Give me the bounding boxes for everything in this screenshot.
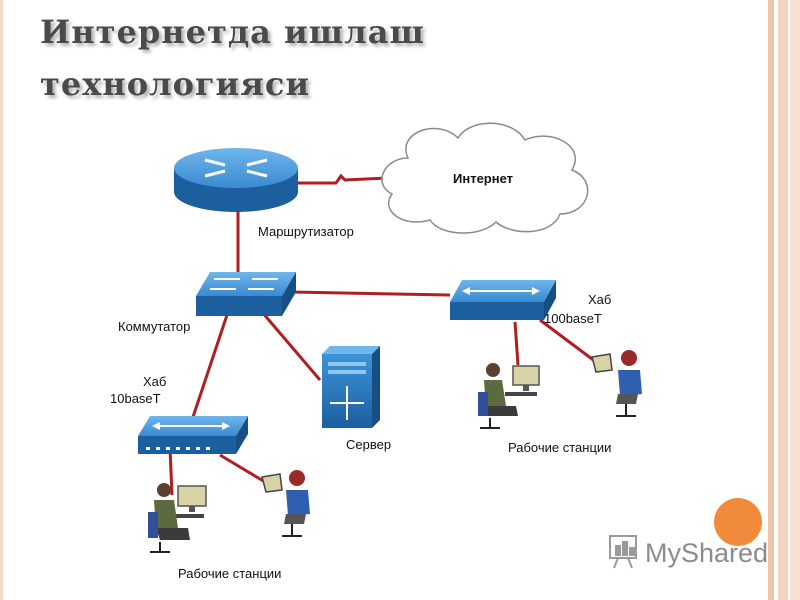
decor-stripe-1 — [768, 0, 774, 600]
workstations-right-label: Рабочие станции — [508, 440, 611, 455]
link-hubright-ws2 — [539, 318, 601, 367]
link-hubright-ws1 — [513, 321, 520, 366]
hub-left-label-1: Хаб — [143, 374, 166, 389]
hub-right-icon — [450, 280, 556, 320]
internet-cloud-icon — [381, 122, 589, 234]
watermark-text: MyShared — [645, 538, 769, 568]
title-line-2: технологияси — [40, 65, 311, 103]
workstation-man-left-icon — [148, 483, 207, 553]
decor-stripe-2 — [778, 0, 788, 600]
workstation-woman-left-icon — [261, 470, 310, 537]
network-links — [168, 173, 601, 496]
decor-orange-circle — [714, 498, 762, 546]
internet-label: Интернет — [453, 171, 513, 186]
link-switch-server — [260, 311, 322, 381]
hub-right-label-2: 100baseT — [544, 311, 602, 326]
link-switch-hub-right — [291, 290, 451, 297]
link-router-internet — [298, 173, 389, 185]
switch-icon — [196, 272, 296, 316]
server-label: Сервер — [346, 437, 391, 452]
title-line-1: Интернетда ишлаш — [40, 13, 425, 51]
link-hubleft-ws1 — [168, 447, 174, 496]
hub-left-label-2: 10baseT — [110, 391, 161, 406]
switch-label: Коммутатор — [118, 319, 190, 334]
link-switch-hub-left — [190, 311, 230, 421]
workstation-woman-right-icon — [591, 350, 642, 417]
workstation-man-right-icon — [478, 363, 540, 429]
slide-left-border — [0, 0, 3, 600]
workstations-left-label: Рабочие станции — [178, 566, 281, 581]
link-hubleft-ws2 — [219, 453, 271, 487]
slide-title: Интернетда ишлаш технологияси — [40, 6, 425, 110]
server-icon — [322, 346, 380, 428]
router-icon — [174, 148, 298, 212]
hub-left-icon — [138, 416, 248, 454]
router-label: Маршрутизатор — [258, 224, 354, 239]
hub-right-label-1: Хаб — [588, 292, 611, 307]
myshared-logo-icon — [609, 535, 637, 569]
decor-stripe-3 — [790, 0, 800, 600]
